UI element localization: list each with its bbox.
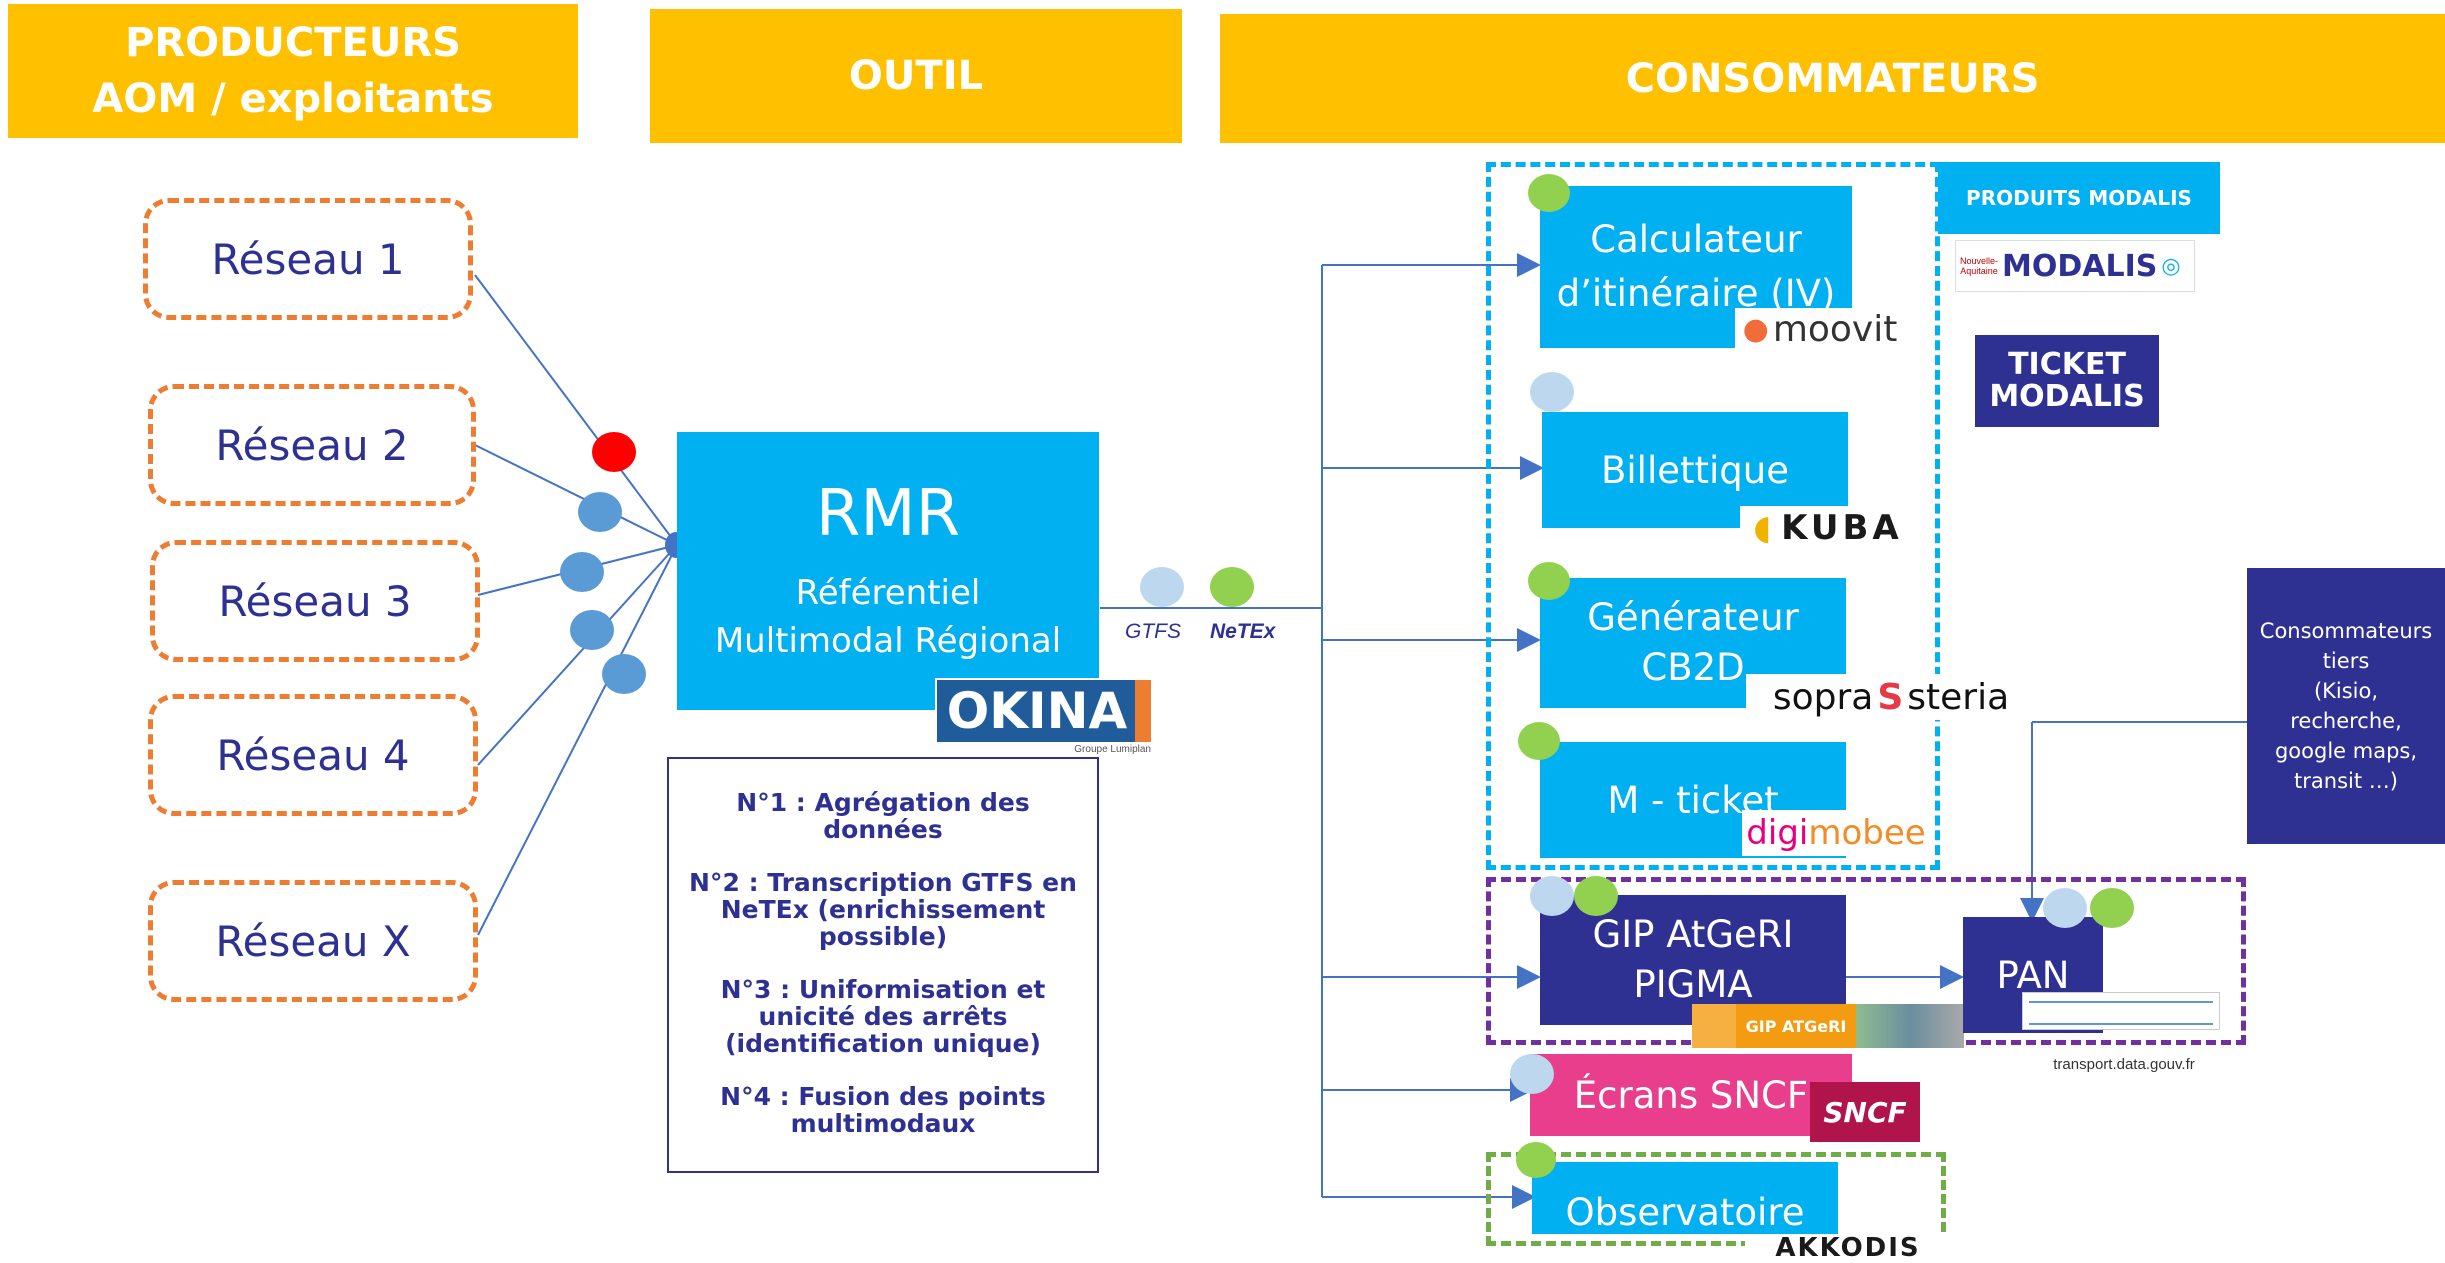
produits-modalis-header: PRODUITS MODALIS — [1938, 162, 2220, 234]
status-dot-blue — [570, 610, 614, 650]
rmr-title: RMR — [815, 477, 961, 551]
okina-logo-text: OKINA — [937, 680, 1137, 742]
gip-logo-mark-icon — [1692, 1004, 1736, 1048]
status-dot-green — [1574, 876, 1618, 916]
network-3: Réseau 3 — [150, 540, 480, 662]
calculateur-line2: d’itinéraire (IV) — [1556, 272, 1836, 315]
modalis-logo-text: MODALIS — [2002, 248, 2158, 284]
consumers-header: CONSOMMATEURS — [1220, 14, 2445, 143]
producers-header-line2: AOM / exploitants — [92, 76, 494, 122]
netex-dot — [1210, 567, 1254, 607]
okina-logo-caption: Groupe Lumiplan — [1074, 744, 1151, 755]
network-4: Réseau 4 — [148, 694, 478, 816]
steria-logo-text: steria — [1907, 676, 2010, 718]
rmr-subtitle-line1: Référentiel — [795, 573, 981, 613]
status-dot-green — [1528, 562, 1570, 600]
akkodis-logo: AKKODIS — [1745, 1233, 1951, 1263]
observatoire-label: Observatoire — [1565, 1191, 1805, 1234]
rmr-box: RMR Référentiel Multimodal Régional — [677, 432, 1099, 710]
generateur-line1: Générateur — [1587, 596, 1799, 639]
status-dot-green — [1528, 174, 1570, 212]
function-item: N°1 : Agrégation des données — [736, 788, 1030, 844]
gtfs-dot — [1140, 567, 1184, 607]
moovit-logo-text: moovit — [1772, 308, 1898, 350]
function-item: N°3 : Uniformisation et unicité des arrê… — [720, 975, 1046, 1058]
ticket-modalis-logo: TICKET MODALIS — [1975, 335, 2159, 427]
network-1: Réseau 1 — [143, 198, 473, 320]
function-item: N°2 : Transcription GTFS en NeTEx (enric… — [689, 868, 1077, 951]
rmr-subtitle-line2: Multimodal Régional — [714, 621, 1062, 661]
kuba-mark-icon: ◖ — [1753, 508, 1776, 548]
mobee-logo-text: mobee — [1808, 813, 1926, 853]
transport-illustration-lines — [2029, 1001, 2213, 1025]
third-party-consumers-box: Consommateurs tiers (Kisio, recherche, g… — [2247, 568, 2445, 844]
transport-data-caption: transport.data.gouv.fr — [2053, 1056, 2195, 1073]
ticket-modalis-line1: TICKET — [2008, 347, 2126, 382]
okina-logo-accent — [1135, 680, 1151, 742]
okina-logo: OKINA Groupe Lumiplan — [935, 678, 1153, 762]
gtfs-label: GTFS — [1125, 620, 1181, 643]
digi-logo-text: digi — [1746, 813, 1809, 853]
status-dot-red — [592, 432, 636, 472]
function-item: N°4 : Fusion des points multimodaux — [720, 1082, 1046, 1138]
kuba-logo-text: KUBA — [1781, 508, 1903, 548]
gip-atgeri-box: GIP AtGeRI PIGMA — [1540, 895, 1846, 1025]
ticket-modalis-line2: MODALIS — [1989, 379, 2145, 414]
status-dot-lightblue — [1530, 876, 1574, 916]
sopra-logo-text: sopra — [1772, 676, 1874, 718]
third-party-line5: google maps, — [2274, 739, 2418, 763]
status-dot-green — [2090, 888, 2134, 928]
status-dot-lightblue — [1530, 372, 1574, 412]
pan-label: PAN — [1996, 953, 2070, 997]
calculateur-line1: Calculateur — [1590, 218, 1802, 261]
ecrans-sncf-label: Écrans SNCF — [1573, 1073, 1809, 1117]
network-2: Réseau 2 — [148, 384, 476, 506]
producers-header-line1: PRODUCTEURS — [125, 20, 461, 66]
tool-header: OUTIL — [650, 9, 1182, 143]
third-party-line3: (Kisio, — [2313, 679, 2379, 703]
modalis-region-caption: Nouvelle-Aquitaine — [1959, 256, 1999, 276]
modalis-consumers-group — [1486, 162, 1940, 870]
producers-header: PRODUCTEURS AOM / exploitants — [8, 4, 578, 138]
status-dot-blue — [560, 552, 604, 592]
consumers-header-label: CONSOMMATEURS — [1625, 55, 2040, 102]
third-party-line1: Consommateurs — [2259, 619, 2433, 643]
status-dot-blue — [578, 492, 622, 532]
ecrans-sncf-box: Écrans SNCF — [1530, 1054, 1852, 1136]
gip-line1: GIP AtGeRI — [1592, 913, 1794, 956]
status-dot-blue — [602, 654, 646, 694]
gip-logo-photos — [1856, 1004, 1964, 1048]
status-dot-lightblue — [2043, 888, 2087, 928]
moovit-pin-icon: ● — [1742, 311, 1769, 347]
gip-atgeri-logo: GIP ATGeRI — [1692, 1004, 1964, 1048]
sopra-steria-mark-icon: S — [1877, 676, 1904, 718]
third-party-line2: tiers — [2322, 649, 2370, 673]
billettique-label: Billettique — [1601, 448, 1789, 492]
transport-data-illustration — [2022, 992, 2220, 1030]
status-dot-green — [1518, 722, 1560, 760]
netex-label: NeTEx — [1210, 620, 1276, 643]
network-x: Réseau X — [148, 880, 478, 1002]
modalis-logo: Nouvelle-Aquitaine MODALIS ◎ — [1955, 240, 2195, 292]
gip-line2: PIGMA — [1633, 963, 1753, 1006]
observatoire-box: Observatoire — [1532, 1162, 1838, 1234]
third-party-line6: transit …) — [2294, 769, 2398, 793]
observatoire-group — [1486, 1152, 1946, 1246]
status-dot-green — [1516, 1142, 1556, 1178]
generateur-line2: CB2D — [1641, 646, 1745, 689]
tool-header-label: OUTIL — [848, 53, 984, 99]
gip-logo-text: GIP ATGeRI — [1736, 1004, 1856, 1048]
modalis-touch-icon: ◎ — [2161, 253, 2181, 278]
status-dot-lightblue — [1510, 1054, 1554, 1094]
moovit-logo: ● moovit — [1735, 308, 1905, 350]
sopra-steria-logo: sopra S steria — [1746, 674, 2036, 720]
functions-box: N°1 : Agrégation des données N°2 : Trans… — [667, 757, 1099, 1173]
kuba-logo: ◖ KUBA — [1740, 506, 1916, 550]
sncf-logo: SNCF — [1810, 1082, 1920, 1142]
third-party-line4: recherche, — [2290, 709, 2402, 733]
